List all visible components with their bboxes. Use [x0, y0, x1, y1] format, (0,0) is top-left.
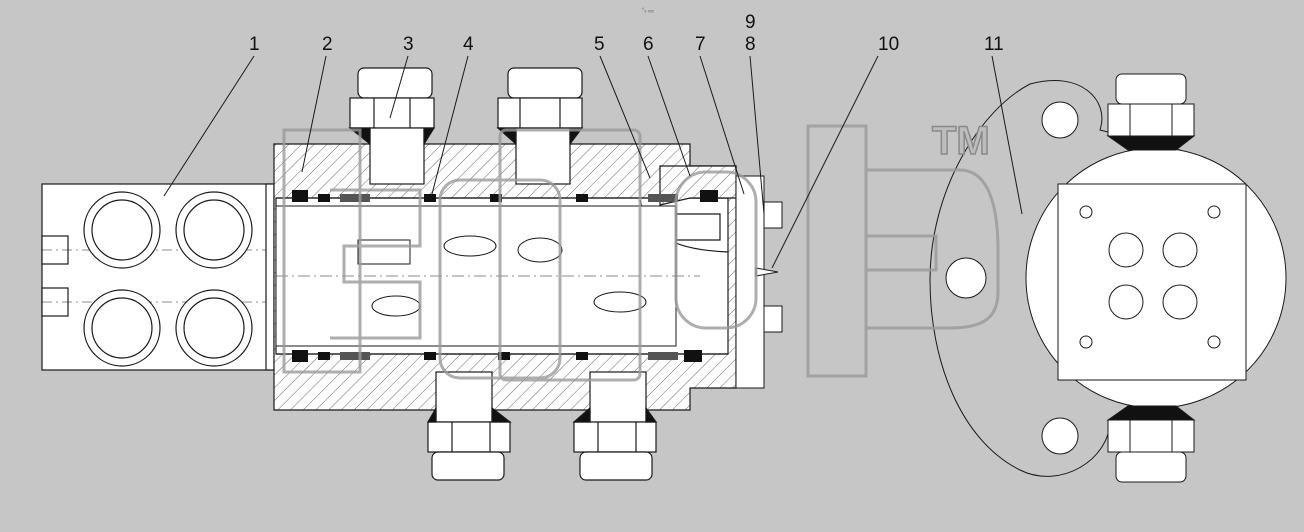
spool [275, 205, 700, 347]
watermark-logo [282, 124, 1000, 382]
callout-5: 5 [594, 34, 605, 55]
callout-9: 9 [745, 12, 756, 33]
callout-numbers: 1 2 3 4 5 6 7 8 9 10 11 [249, 12, 1004, 55]
callout-4: 4 [463, 34, 474, 55]
flange-view [929, 73, 1287, 483]
trademark-mark: TM [932, 119, 990, 163]
cap-screws [735, 175, 783, 389]
callout-1: 1 [249, 34, 260, 55]
callout-3: 3 [403, 34, 414, 55]
callout-6: 6 [643, 34, 654, 55]
callout-8: 8 [745, 34, 756, 55]
header-mark: °ₓ ₓₓₓ [642, 8, 654, 14]
callout-11: 11 [984, 34, 1004, 55]
manifold-block [41, 183, 275, 371]
callout-10: 10 [878, 34, 899, 55]
leader-lines [163, 55, 1023, 269]
callout-7: 7 [695, 34, 706, 55]
seal-rings [292, 190, 718, 362]
callout-2: 2 [322, 34, 333, 55]
